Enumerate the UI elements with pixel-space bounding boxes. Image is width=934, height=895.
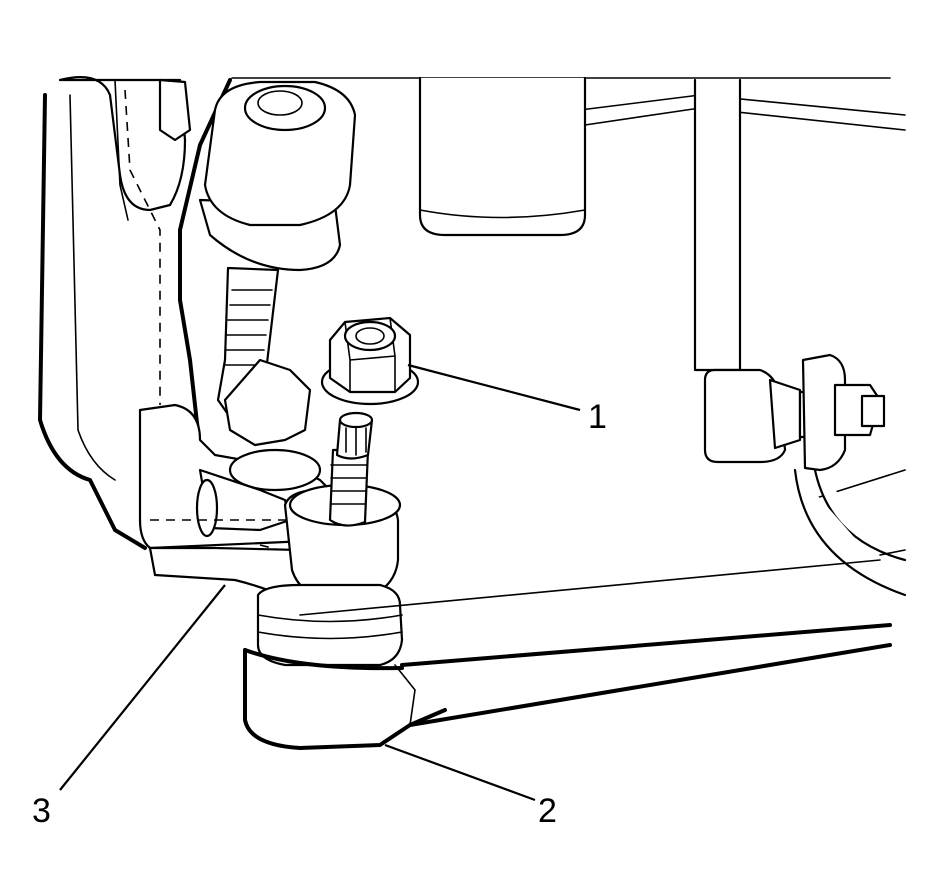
- lower-arm-line: [299, 549, 906, 616]
- tie-rod-end: [243, 583, 892, 750]
- steering-knuckle: [38, 76, 232, 550]
- callout-label-2: 2: [538, 792, 557, 830]
- leader-line-1: [407, 363, 581, 412]
- leader-line-2: [384, 743, 536, 802]
- callout-label-1: 1: [588, 398, 607, 436]
- callout-label-3: 3: [32, 792, 51, 830]
- shock-absorber: [418, 76, 587, 237]
- stabilizer-link: [693, 78, 907, 597]
- ball-stud: [283, 411, 402, 602]
- leader-lines: [59, 363, 581, 802]
- upper-ball-joint: [198, 80, 357, 422]
- nut: [320, 316, 420, 406]
- leader-line-3: [59, 584, 226, 791]
